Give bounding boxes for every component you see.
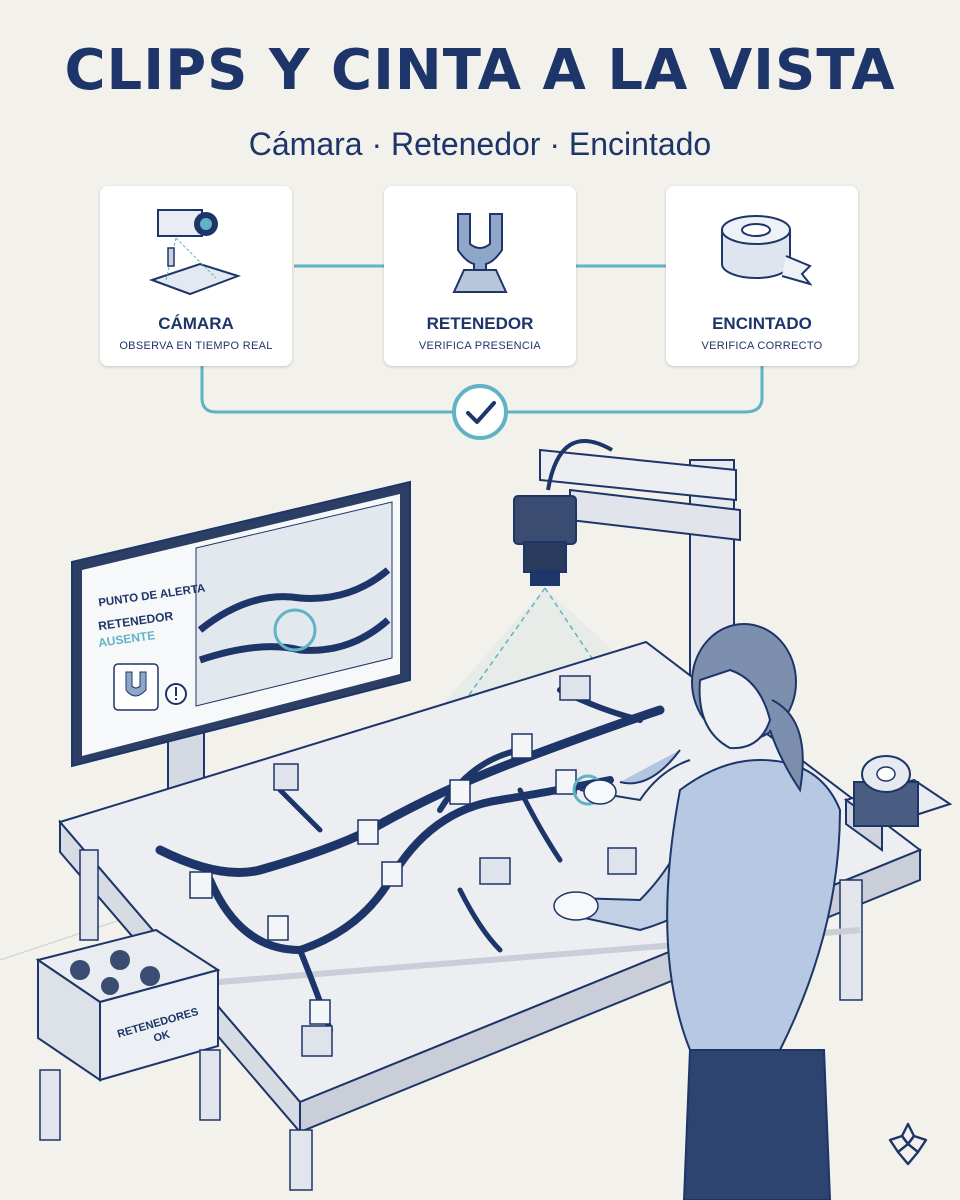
connectors [273,675,637,1057]
monitor [71,480,411,824]
tape-dispenser [843,755,953,852]
step-subtitle: VERIFICA PRESENCIA [418,340,542,352]
retainer-clip-icon [452,213,508,293]
retainer-clips [189,733,577,1025]
operator [553,623,842,1200]
step-card-retainer: RETENEDOR VERIFICA PRESENCIA [384,186,576,366]
step-card-camera: CÁMARA OBSERVA EN TIEMPO REAL [100,186,292,366]
step-title: CÁMARA [158,314,234,333]
flow-connectors [200,264,764,440]
step-title: RETENEDOR [426,314,534,333]
retainers-parts-box [35,928,221,1141]
camera-icon [148,209,242,296]
tape-roll-icon [721,215,812,286]
step-subtitle: OBSERVA EN TIEMPO REAL [119,340,273,352]
page-title: CLIPS Y CINTA A LA VISTA [64,38,896,103]
brand-logo-icon [888,1122,928,1166]
page-subtitle: Cámara · Retenedor · Encintado [248,126,712,162]
step-card-taping: ENCINTADO VERIFICA CORRECTO [666,186,858,366]
step-subtitle: VERIFICA CORRECTO [701,340,823,352]
workstation-illustration [0,439,953,1200]
step-title: ENCINTADO [712,314,812,333]
check-icon [452,384,508,440]
